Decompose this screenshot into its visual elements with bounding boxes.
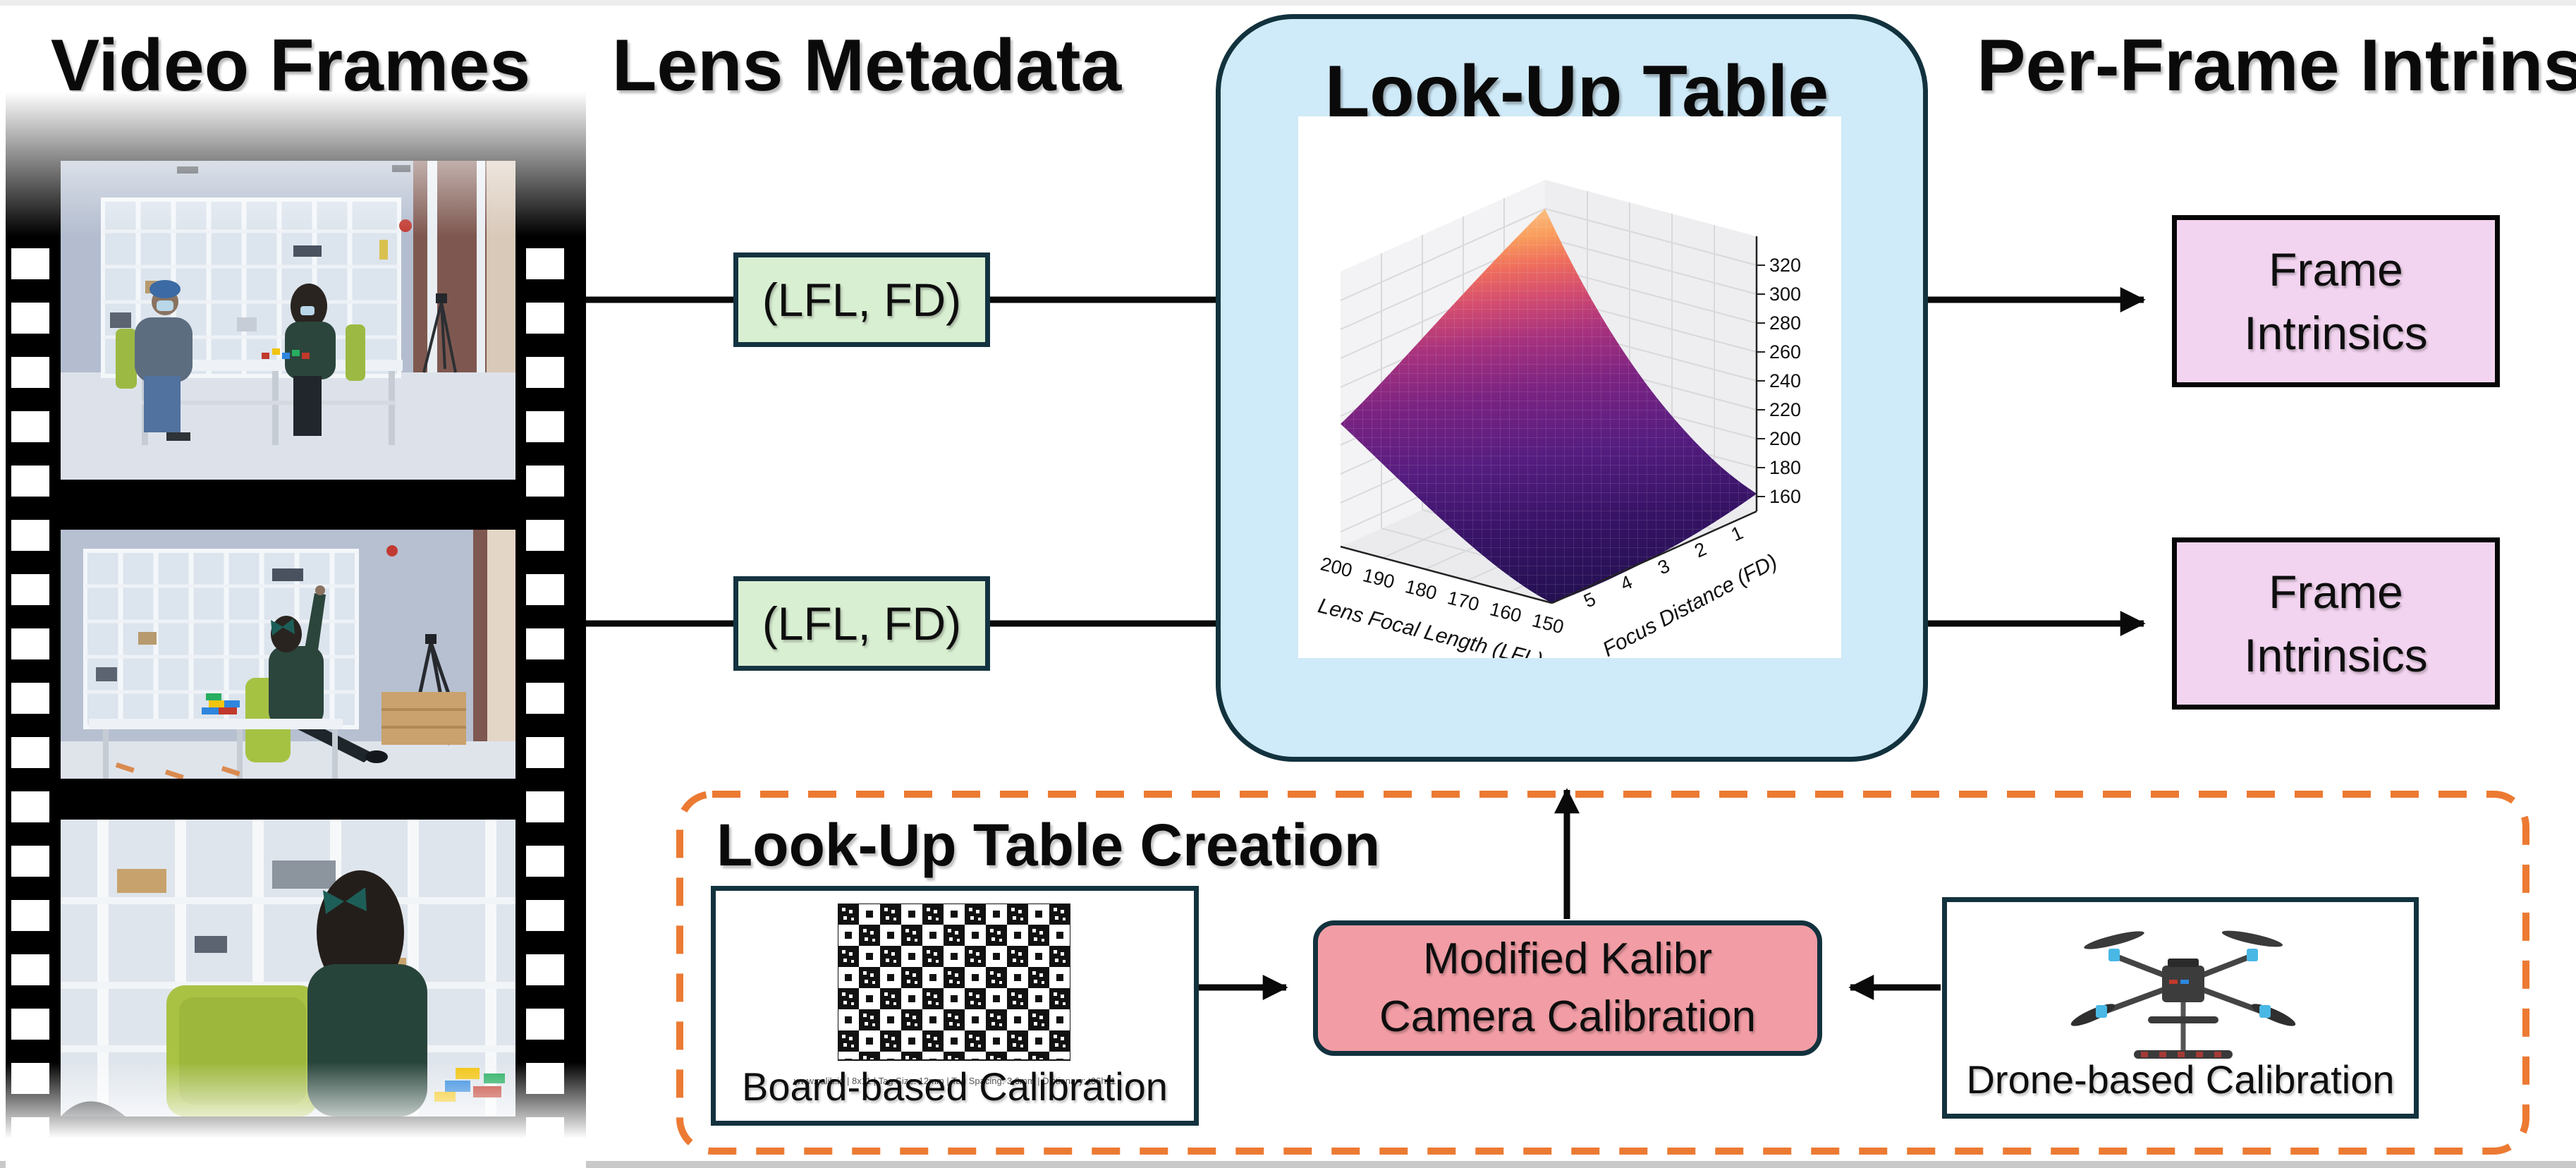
frame-intrinsics-2-line1: Frame: [2269, 566, 2403, 618]
z-tick-260: 260: [1769, 341, 1801, 363]
per-frame-intrinsics-title: Per-Frame Intrinsics: [1977, 25, 2576, 107]
x-tick-200: 200: [1319, 553, 1355, 581]
frame-intrinsics-2-line2: Intrinsics: [2244, 629, 2428, 681]
lens-metadata-box-1: (LFL, FD): [733, 253, 990, 347]
lookup-table-creation-title: Look-Up Table Creation: [716, 812, 1381, 878]
x-tick-150: 150: [1530, 609, 1566, 638]
z-tick-180: 180: [1769, 457, 1801, 478]
kalibr-calibration-box: Modified Kalibr Camera Calibration: [1313, 920, 1822, 1056]
calibration-board-icon: [838, 904, 1070, 1061]
lens-metadata-box-2: (LFL, FD): [733, 576, 990, 671]
frame-intrinsics-box-2: Frame Intrinsics: [2172, 537, 2500, 710]
page-top-strip: [0, 0, 2576, 6]
z-tick-220: 220: [1769, 399, 1801, 420]
z-tick-200: 200: [1769, 428, 1801, 449]
film-bottom-fade: [6, 1062, 586, 1168]
lens-metadata-box-1-label: (LFL, FD): [762, 274, 962, 326]
calibration-board-caption: www.calib.io | 8x11 | Tag Size: 12mm | T…: [793, 1076, 1116, 1086]
y-tick-3: 3: [1654, 555, 1673, 579]
lens-metadata-box-2-label: (LFL, FD): [762, 597, 962, 650]
kalibr-line2: Camera Calibration: [1379, 992, 1757, 1041]
z-tick-240: 240: [1769, 370, 1801, 391]
film-top-fade: [6, 92, 586, 236]
x-tick-190: 190: [1361, 564, 1397, 592]
z-axis-ticks: [1757, 264, 1765, 497]
x-tick-160: 160: [1488, 598, 1524, 626]
board-calibration-label: Board-based Calibration: [742, 1064, 1168, 1109]
lut-creation-dashed-border: [676, 791, 2529, 1155]
plot-axes: [1340, 236, 1758, 604]
video-frame-2: [61, 530, 515, 779]
x-tick-180: 180: [1403, 576, 1439, 604]
drone-calibration-label: Drone-based Calibration: [1966, 1057, 2395, 1102]
y-tick-2: 2: [1691, 538, 1709, 562]
film-strip: [6, 92, 586, 1168]
drone-calibration-panel: Drone-based Calibration: [1942, 897, 2419, 1119]
frame-intrinsics-1-line1: Frame: [2269, 243, 2403, 296]
z-axis-tick-labels: 160 180 200 220 240 260 280 300 320: [1769, 255, 1801, 507]
z-tick-320: 320: [1769, 255, 1801, 276]
x-tick-170: 170: [1446, 587, 1482, 615]
sprocket-column-right: [526, 248, 564, 1144]
surface-plot-svg: 160 180 200 220 240 260 280 300 320 200 …: [1316, 180, 1801, 672]
drone-icon: [2070, 930, 2296, 1059]
frame-intrinsics-box-1: Frame Intrinsics: [2172, 215, 2500, 387]
page-bottom-strip: [0, 1161, 2576, 1168]
sprocket-column-left: [11, 248, 49, 1144]
z-tick-160: 160: [1769, 486, 1801, 507]
surface-plot: 160 180 200 220 240 260 280 300 320 200 …: [1298, 116, 1841, 672]
z-tick-280: 280: [1769, 312, 1801, 334]
lens-metadata-title: Lens Metadata: [611, 25, 1122, 107]
y-tick-4: 4: [1617, 571, 1635, 595]
z-tick-300: 300: [1769, 284, 1801, 305]
lookup-table-panel: Look-Up Table: [1216, 14, 1928, 762]
y-tick-5: 5: [1580, 588, 1599, 612]
board-calibration-panel: www.calib.io | 8x11 | Tag Size: 12mm | T…: [711, 886, 1199, 1126]
frame-intrinsics-1-line2: Intrinsics: [2244, 307, 2428, 359]
y-tick-1: 1: [1728, 522, 1746, 546]
kalibr-line1: Modified Kalibr: [1422, 935, 1713, 983]
video-frame-2-photo: [61, 530, 515, 779]
